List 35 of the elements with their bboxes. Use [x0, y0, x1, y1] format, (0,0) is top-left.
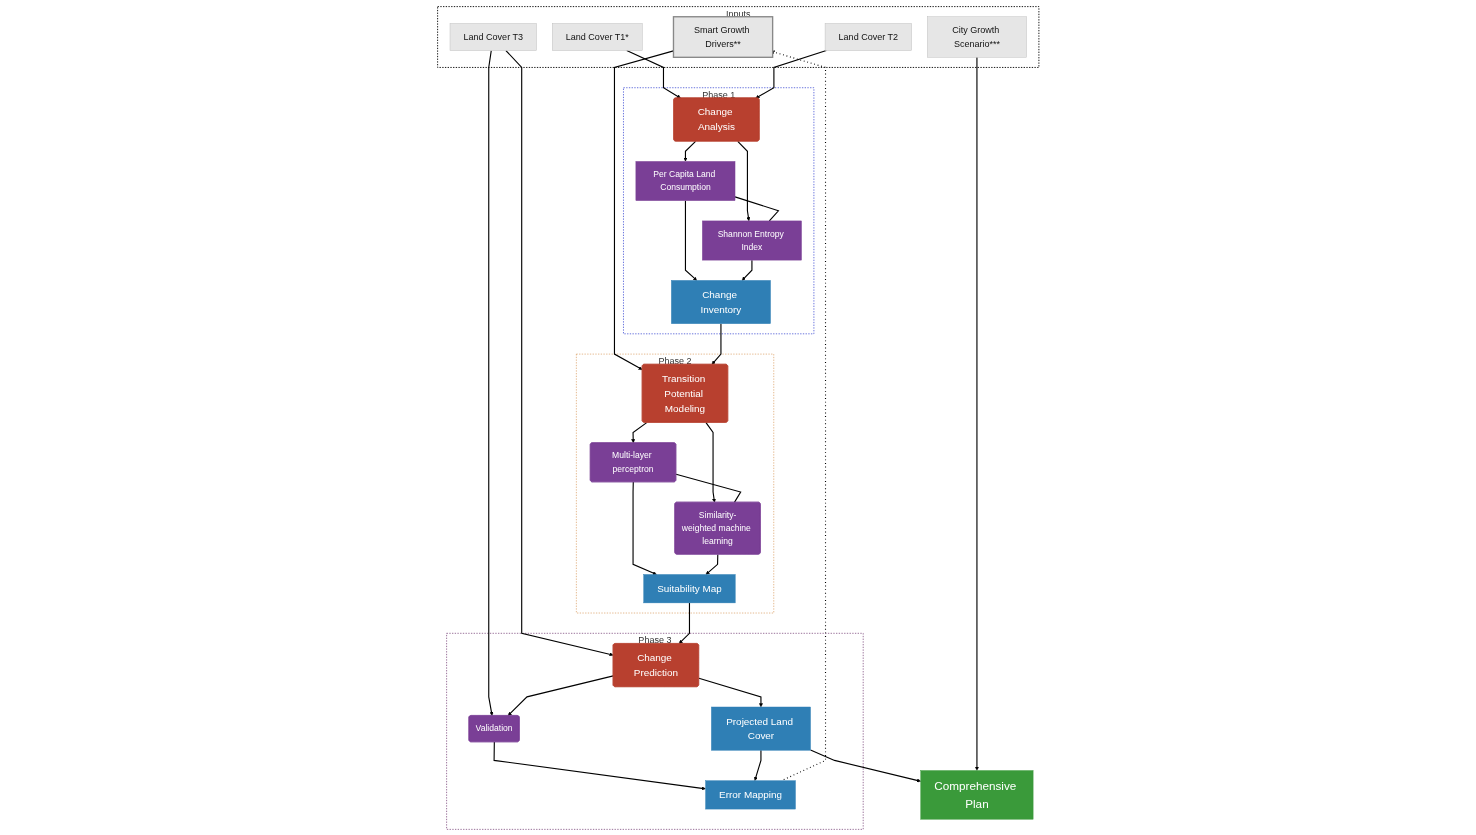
connector	[675, 473, 742, 503]
arrow	[753, 749, 762, 781]
node-box: Comprehensive Plan	[920, 769, 1034, 819]
connector	[734, 195, 780, 221]
node-box: Error Mapping	[705, 779, 796, 809]
node-box: City Growth Scenario***	[926, 16, 1027, 58]
arrow	[809, 749, 921, 782]
arrow	[678, 601, 690, 644]
arrow	[630, 421, 647, 443]
node-box: Smart Growth Drivers**	[672, 15, 774, 58]
arrow	[741, 259, 753, 281]
node-box: Land Cover T2	[824, 22, 912, 51]
arrow	[505, 49, 614, 656]
arrow	[736, 140, 751, 221]
arrow	[632, 481, 657, 575]
arrow	[613, 49, 674, 370]
node-box: Land Cover T1*	[551, 22, 643, 51]
arrow	[698, 677, 763, 707]
arrow	[683, 140, 696, 162]
arrow	[974, 56, 979, 771]
arrow	[705, 553, 719, 575]
node-box: Suitability Map	[643, 573, 736, 603]
arrow	[507, 674, 614, 716]
arrow	[684, 199, 697, 281]
node-box: Shannon Entropy Index	[701, 220, 802, 260]
arrow	[755, 49, 827, 98]
arrow	[711, 322, 722, 365]
node-box: Change Inventory	[670, 279, 771, 324]
node-box: Land Cover T3	[449, 22, 537, 51]
node-box: Per Capita Land Consumption	[635, 160, 735, 201]
arrow	[493, 741, 706, 790]
node-box: Projected Land Cover	[710, 706, 811, 750]
arrow	[487, 49, 494, 716]
arrow	[705, 421, 716, 503]
arrow	[625, 49, 681, 98]
